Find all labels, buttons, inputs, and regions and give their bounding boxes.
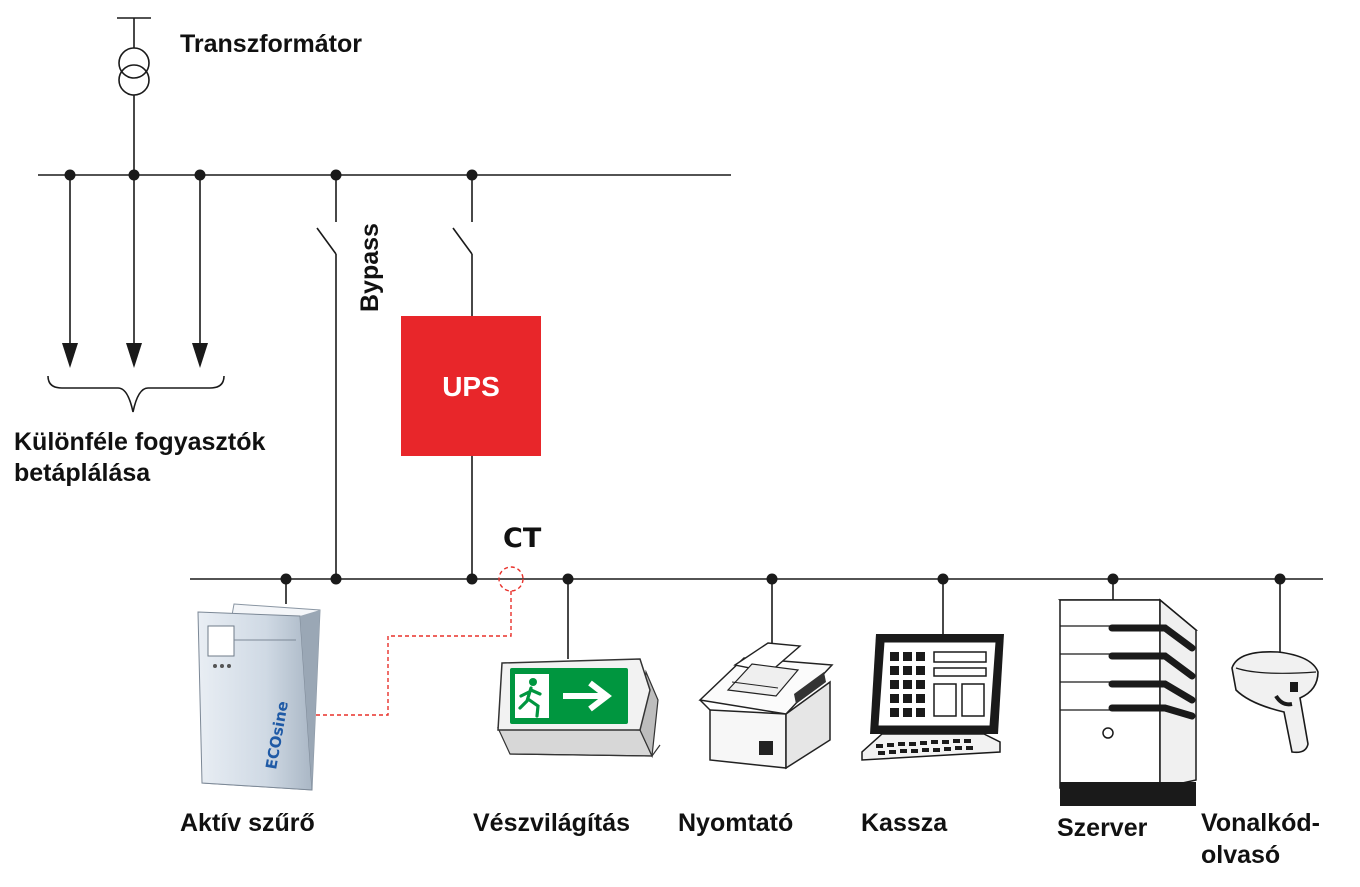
cash-register-device <box>861 579 1004 761</box>
barcode-label-line1: Vonalkód- <box>1201 809 1320 837</box>
consumers-label-line2: betáplálása <box>14 459 151 487</box>
ups-branch <box>452 175 473 579</box>
ct-label: CT <box>503 523 542 554</box>
barcode-label-line2: olvasó <box>1201 841 1280 869</box>
printer-label: Nyomtató <box>678 809 793 837</box>
cash-register-label: Kassza <box>861 809 948 837</box>
ups-label: UPS <box>442 371 500 402</box>
server-device <box>1057 579 1199 806</box>
emergency-light-label: Vészvilágítás <box>473 809 630 837</box>
server-label: Szerver <box>1057 814 1148 842</box>
consumer-feeders <box>47 175 225 413</box>
ct-signal-line <box>312 591 512 716</box>
ct-sensor <box>498 566 524 592</box>
barcode-scanner-device <box>1231 579 1319 754</box>
emergency-light-device <box>497 579 661 759</box>
brace <box>47 375 225 413</box>
bypass-label: Bypass <box>356 223 384 312</box>
ups-box <box>401 316 541 456</box>
transformer-symbol <box>117 17 151 175</box>
bypass-branch <box>316 175 337 579</box>
transformer-label: Transzformátor <box>180 30 362 58</box>
active-filter-label: Aktív szűrő <box>180 809 315 837</box>
consumers-label-line1: Különféle fogyasztók <box>14 428 266 456</box>
printer-device <box>698 579 834 770</box>
active-filter-device: ECOsine <box>197 579 321 791</box>
